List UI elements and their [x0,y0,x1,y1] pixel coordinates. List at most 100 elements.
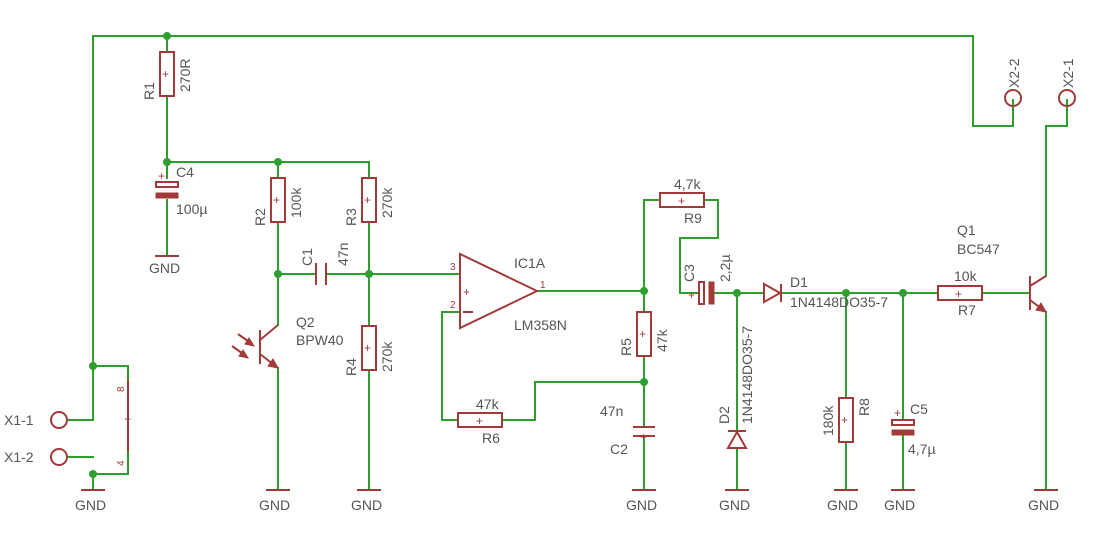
r7-value: 10k [954,268,978,284]
resistor-r9: + 4,7k R9 [659,176,705,226]
r9-right-wire [679,199,719,294]
d1-name: D1 [790,274,808,290]
resistor-r5: + R5 47k [618,311,670,357]
x1-pin2-icon [50,448,68,466]
opamp-pin-minus: 2 [450,300,456,311]
r7-name: R7 [958,302,976,318]
r6-right-wire [501,381,645,421]
r9-name: R9 [684,210,702,226]
c1-name: C1 [299,248,315,266]
x1-pin1-icon [50,411,68,429]
capacitor-c1: C1 47n [299,243,351,285]
svg-text:+: + [364,341,371,355]
resistor-r7: + 10k R7 [937,268,983,318]
c5-name: C5 [910,401,928,417]
gnd-r8: GND [827,489,858,513]
gnd-label: GND [75,497,106,513]
resistor-r6: + 47k R6 [457,396,503,446]
svg-text:+: + [124,412,131,426]
svg-text:+: + [640,430,647,444]
x2-2-label: X2-2 [1006,58,1022,88]
junction-dot [274,270,282,278]
svg-text:+: + [688,288,695,302]
connector-x1: + X1-1 X1-2 8 4 [4,380,131,466]
r8-value: 180k [820,405,836,436]
gnd-c5: GND [884,489,915,513]
resistor-r8: + 180k R8 [820,397,872,443]
opamp-minus-wire [441,311,461,421]
junction-dot [274,158,282,166]
gnd-label: GND [351,497,382,513]
capacitor-c2: + 47n C2 [600,403,655,457]
svg-text:+: + [463,285,470,299]
x2-pin2-icon [1004,89,1022,107]
phototransistor-q2: Q2 BPW40 [231,314,344,369]
resistor-r1: + R1 270R [141,51,193,100]
c2-name: C2 [610,441,628,457]
r4-name: R4 [343,358,359,376]
r3-name: R3 [343,208,359,226]
junction-dot [899,289,907,297]
r1-value: 270R [177,59,193,92]
r6-name: R6 [482,430,500,446]
gnd-d2: GND [719,489,750,513]
gnd-label: GND [719,497,750,513]
junction-dot [89,362,97,370]
c1-value: 47n [335,243,351,266]
c3-name: C3 [681,264,697,282]
q1-value: BC547 [957,241,1000,257]
resistor-r3: + R3 270k [343,177,395,226]
gnd-c4: GND [149,255,180,276]
x1-pin4-label: 4 [116,460,127,466]
gnd-label: GND [827,497,858,513]
x1-2-label: X1-2 [4,449,34,465]
gnd-label: GND [626,497,657,513]
gnd-x1: GND [75,489,106,513]
c4-name: C4 [176,164,194,180]
gnd-r4: GND [351,489,382,513]
svg-text:+: + [841,413,848,427]
r1-name: R1 [141,82,157,100]
svg-text:+: + [364,193,371,207]
gnd-label: GND [259,497,290,513]
junction-dot [89,470,97,478]
gnd-q1: GND [1028,489,1059,513]
ic1-value: LM358N [514,317,567,333]
q2-name: Q2 [296,314,315,330]
q1-name: Q1 [957,222,976,238]
c3-value: 2,2µ [717,254,733,282]
r8-name: R8 [856,398,872,416]
junction-dot [842,289,850,297]
wires [67,35,1068,491]
opamp-pin-out: 1 [540,280,546,291]
svg-text:+: + [678,194,685,208]
diode-d2: D2 1N4148DO35-7 [716,326,755,449]
junction-dot [163,32,171,40]
svg-text:+: + [894,406,901,420]
x2-1-label: X2-1 [1060,58,1076,88]
q1-collector-wire [1045,99,1068,277]
junction-dot [640,378,648,386]
svg-text:+: + [955,287,962,301]
junctions [89,32,907,478]
svg-text:+: + [158,169,165,183]
x2-pin1-icon [1058,89,1076,107]
opamp-ic1a: + 3 2 1 IC1A LM358N [450,252,567,333]
gnd-label: GND [1028,497,1059,513]
c2-value: 47n [600,403,623,419]
top-rail-wire [92,35,1014,127]
resistor-r2: + R2 100k [252,177,304,226]
x1-top-wire [92,365,129,381]
r6-value: 47k [476,396,500,412]
c5-value: 4,7µ [908,441,936,457]
r2-name: R2 [252,208,268,226]
gnd-label: GND [884,497,915,513]
x1-1-label: X1-1 [4,412,34,428]
ground-symbols: GND GND GND GND GND GND GND GND [75,255,1059,513]
gnd-label: GND [149,260,180,276]
q2-value: BPW40 [296,332,344,348]
gnd-q2: GND [259,489,290,513]
diode-d1: D1 1N4148DO35-7 [763,274,888,310]
resistor-r4: + R4 270k [343,325,395,376]
